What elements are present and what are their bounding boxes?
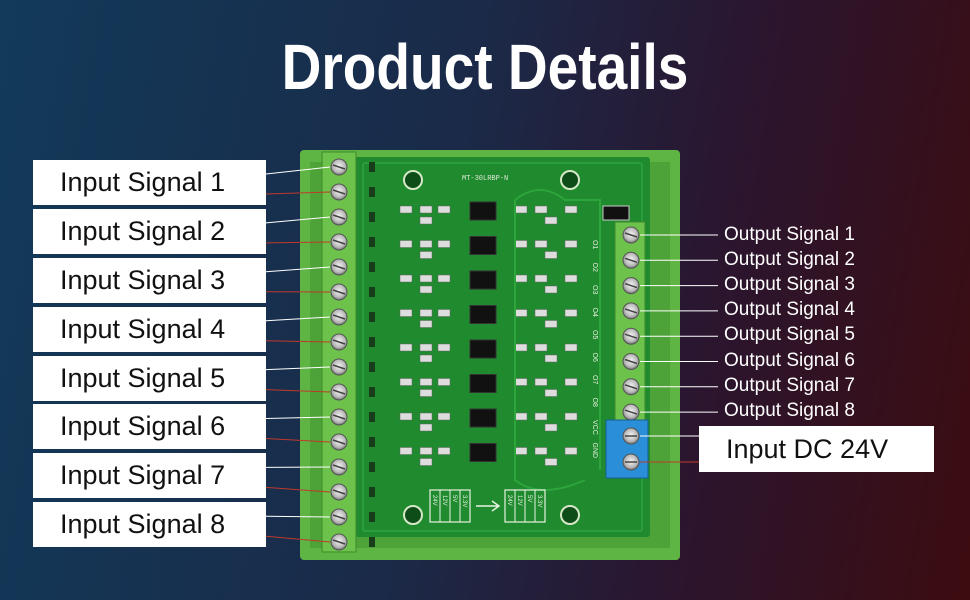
svg-text:24V: 24V [431, 495, 437, 506]
svg-text:12V: 12V [516, 495, 522, 506]
svg-text:O1: O1 [591, 240, 598, 249]
input-dc-label: Input DC 24V [699, 426, 934, 472]
input-signal-label-1: Input Signal 1 [33, 160, 266, 205]
mount-hole [403, 505, 423, 525]
svg-text:O8: O8 [591, 398, 598, 407]
optocoupler-chip [469, 201, 497, 221]
switch-component [602, 205, 630, 221]
svg-text:O2: O2 [591, 263, 598, 272]
svg-text:3.3V: 3.3V [461, 495, 467, 507]
optocoupler-chip [469, 408, 497, 428]
arrow-right-icon [476, 500, 501, 512]
output-signal-label-3: Output Signal 3 [724, 274, 855, 295]
output-signal-label-1: Output Signal 1 [724, 224, 855, 245]
output-signal-label-7: Output Signal 7 [724, 375, 855, 396]
svg-text:O7: O7 [591, 375, 598, 384]
svg-text:O4: O4 [591, 308, 598, 317]
svg-text:VCC: VCC [591, 420, 598, 435]
optocoupler-chip [469, 270, 497, 290]
mount-hole [560, 505, 580, 525]
input-signal-label-3: Input Signal 3 [33, 258, 266, 303]
svg-text:5V: 5V [526, 495, 532, 502]
mount-hole [560, 170, 580, 190]
board-model-text: MT-30LRBP-N [462, 175, 508, 183]
optocoupler-chip [469, 236, 497, 255]
input-signal-label-4: Input Signal 4 [33, 307, 266, 352]
svg-text:24V: 24V [506, 495, 512, 506]
optocoupler-chip [469, 374, 497, 393]
voltage-selector-table [429, 489, 546, 523]
input-signal-label-5: Input Signal 5 [33, 356, 266, 401]
input-signal-label-6: Input Signal 6 [33, 404, 266, 449]
input-signal-label-7: Input Signal 7 [33, 453, 266, 498]
input-signal-label-2: Input Signal 2 [33, 209, 266, 254]
output-signal-label-8: Output Signal 8 [724, 400, 855, 421]
svg-text:3.3V: 3.3V [536, 495, 542, 507]
optocoupler-chip [469, 339, 497, 359]
optocoupler-chip [469, 305, 497, 324]
svg-text:O6: O6 [591, 353, 598, 362]
optocoupler-chip [469, 443, 497, 462]
output-signal-label-5: Output Signal 5 [724, 324, 855, 345]
input-signal-label-8: Input Signal 8 [33, 502, 266, 547]
output-signal-label-4: Output Signal 4 [724, 299, 855, 320]
mount-hole [403, 170, 423, 190]
svg-text:O5: O5 [591, 330, 598, 339]
svg-text:GND: GND [591, 443, 598, 459]
output-signal-label-2: Output Signal 2 [724, 249, 855, 270]
svg-text:12V: 12V [441, 495, 447, 506]
page-title: Droduct Details [281, 31, 689, 103]
svg-text:5V: 5V [451, 495, 457, 502]
output-signal-label-6: Output Signal 6 [724, 350, 855, 371]
svg-text:O3: O3 [591, 285, 598, 294]
